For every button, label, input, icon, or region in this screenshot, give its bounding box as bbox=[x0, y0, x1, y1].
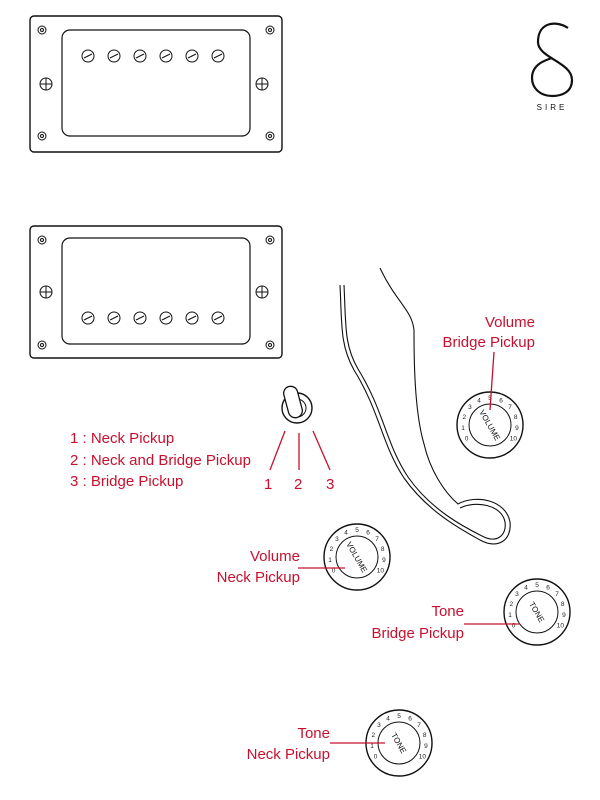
volume-bridge-label: Volume bbox=[485, 314, 535, 331]
knob-scale-number: 0 bbox=[512, 623, 516, 630]
tone-bridge-label: Tone bbox=[431, 603, 464, 620]
pole-piece-icon bbox=[107, 311, 121, 325]
brand-name: SIRE bbox=[537, 103, 568, 112]
knob-scale-number: 1 bbox=[328, 557, 332, 564]
knob-scale-number: 6 bbox=[499, 398, 503, 405]
knob-scale-number: 8 bbox=[561, 601, 565, 608]
volume-neck-label: Volume bbox=[250, 548, 300, 565]
knob-scale-number: 2 bbox=[509, 601, 513, 608]
pole-piece-icon bbox=[81, 49, 95, 63]
knob-scale-number: 7 bbox=[375, 536, 379, 543]
pole-piece-icon bbox=[185, 311, 199, 325]
height-screw-icon bbox=[255, 77, 269, 91]
knob-scale-number: 9 bbox=[515, 425, 519, 432]
pole-piece-icon bbox=[159, 49, 173, 63]
mounting-screw-icon bbox=[265, 131, 275, 141]
bridge-humbucker bbox=[29, 225, 283, 359]
legend-neck-pickup: 1 : Neck Pickup bbox=[70, 430, 174, 447]
svg-text:TONE: TONE bbox=[389, 731, 408, 755]
pole-piece-icon bbox=[185, 49, 199, 63]
knob-scale-number: 9 bbox=[562, 612, 566, 619]
knob-scale-number: 6 bbox=[366, 530, 370, 537]
pole-piece-icon bbox=[133, 49, 147, 63]
pole-piece-icon bbox=[159, 311, 173, 325]
knob-scale-number: 7 bbox=[417, 722, 421, 729]
knob-scale-number: 10 bbox=[557, 623, 565, 630]
knob-scale-number: 3 bbox=[515, 591, 519, 598]
knob-scale-number: 2 bbox=[329, 546, 333, 553]
pole-piece-icon bbox=[211, 49, 225, 63]
knob-scale-number: 5 bbox=[397, 713, 401, 720]
volume-neck-label-2: Neck Pickup bbox=[217, 569, 300, 586]
knob-scale-number: 3 bbox=[468, 404, 472, 411]
knob-scale-number: 10 bbox=[419, 754, 427, 761]
knob-scale-number: 8 bbox=[423, 732, 427, 739]
knob-scale-number: 9 bbox=[424, 743, 428, 750]
switch-pointer-3 bbox=[312, 430, 331, 471]
knob-scale-number: 4 bbox=[524, 585, 528, 592]
knob-scale-number: 5 bbox=[535, 582, 539, 589]
knob-scale-number: 9 bbox=[382, 557, 386, 564]
knob-scale-number: 7 bbox=[508, 404, 512, 411]
knob-scale-number: 1 bbox=[461, 425, 465, 432]
knob-scale-number: 8 bbox=[514, 414, 518, 421]
knob-scale-number: 10 bbox=[510, 436, 518, 443]
pickguard-outline bbox=[339, 267, 511, 545]
knob-scale-number: 4 bbox=[386, 716, 390, 723]
height-screw-icon bbox=[39, 285, 53, 299]
knob-scale-number: 2 bbox=[371, 732, 375, 739]
knob-scale-number: 4 bbox=[344, 530, 348, 537]
tone-bridge-label-2: Bridge Pickup bbox=[371, 625, 464, 642]
knob-scale-number: 10 bbox=[377, 568, 385, 575]
mounting-screw-icon bbox=[265, 25, 275, 35]
tone-neck-label-2: Neck Pickup bbox=[247, 746, 330, 763]
volume-bridge-pointer bbox=[489, 351, 495, 411]
tone-neck-label: Tone bbox=[297, 725, 330, 742]
knob-scale-number: 0 bbox=[374, 754, 378, 761]
switch-position-2: 2 bbox=[294, 476, 302, 493]
pickup-selector-switch bbox=[281, 385, 313, 424]
svg-text:VOLUME: VOLUME bbox=[344, 540, 369, 574]
knob-scale-number: 0 bbox=[465, 436, 469, 443]
height-screw-icon bbox=[255, 285, 269, 299]
pole-piece-icon bbox=[133, 311, 147, 325]
svg-text:VOLUME: VOLUME bbox=[477, 408, 502, 442]
knob-scale-number: 4 bbox=[477, 398, 481, 405]
mounting-screw-icon bbox=[37, 340, 47, 350]
knob-scale-number: 7 bbox=[555, 591, 559, 598]
knob-scale-number: 3 bbox=[335, 536, 339, 543]
switch-pointer-1 bbox=[269, 430, 286, 471]
knob-scale-number: 5 bbox=[355, 527, 359, 534]
knob-scale-number: 1 bbox=[370, 743, 374, 750]
pole-piece-icon bbox=[81, 311, 95, 325]
knob-scale-number: 1 bbox=[508, 612, 512, 619]
volume-bridge-label-2: Bridge Pickup bbox=[442, 334, 535, 351]
legend-bridge-pickup: 3 : Bridge Pickup bbox=[70, 473, 183, 490]
knob-scale-number: 3 bbox=[377, 722, 381, 729]
mounting-screw-icon bbox=[37, 235, 47, 245]
svg-text:TONE: TONE bbox=[527, 600, 546, 624]
neck-humbucker bbox=[29, 15, 283, 153]
knob-scale-number: 2 bbox=[462, 414, 466, 421]
pole-piece-icon bbox=[211, 311, 225, 325]
pole-piece-icon bbox=[107, 49, 121, 63]
switch-position-3: 3 bbox=[326, 476, 334, 493]
sire-logo: SIRE bbox=[530, 22, 574, 112]
mounting-screw-icon bbox=[265, 340, 275, 350]
switch-position-1: 1 bbox=[264, 476, 272, 493]
knob-scale-number: 8 bbox=[381, 546, 385, 553]
knob-scale-number: 6 bbox=[546, 585, 550, 592]
mounting-screw-icon bbox=[265, 235, 275, 245]
mounting-screw-icon bbox=[37, 25, 47, 35]
sire-logo-icon bbox=[530, 22, 574, 98]
mounting-screw-icon bbox=[37, 131, 47, 141]
knob-scale-number: 0 bbox=[332, 568, 336, 575]
height-screw-icon bbox=[39, 77, 53, 91]
knob-scale-number: 6 bbox=[408, 716, 412, 723]
switch-lever bbox=[283, 385, 303, 419]
legend-neck-and-bridge-pickup: 2 : Neck and Bridge Pickup bbox=[70, 452, 251, 469]
